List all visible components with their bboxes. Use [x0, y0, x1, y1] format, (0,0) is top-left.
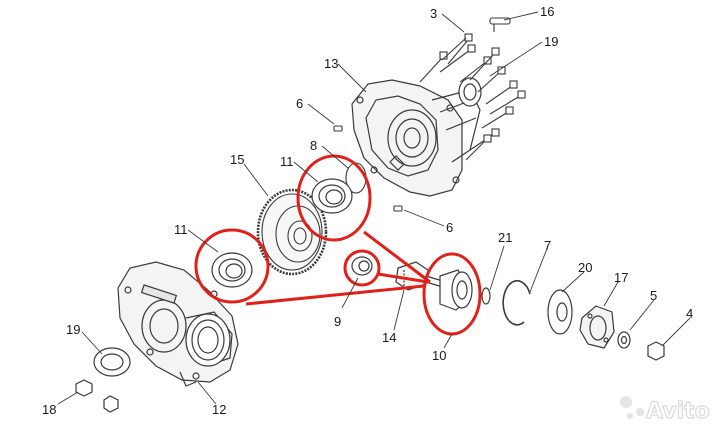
callout-13: 13 — [324, 56, 338, 71]
dowel-pin-6-mid — [393, 205, 403, 212]
callout-10: 10 — [432, 348, 446, 363]
highlight-circle-bushing-9 — [343, 249, 381, 287]
housing-bolts — [419, 33, 526, 161]
callout-7: 7 — [544, 238, 551, 253]
avito-watermark: Avito — [620, 396, 710, 425]
rear-housing-part — [351, 79, 481, 197]
bushing-9 — [351, 256, 373, 276]
highlight-circle-bearing-11-left — [194, 228, 270, 304]
watermark-text: Avito — [646, 399, 710, 424]
dowel-pin-6-top — [333, 125, 343, 132]
nut-4 — [647, 341, 665, 361]
callout-5: 5 — [650, 288, 657, 303]
bearing-10 — [439, 269, 473, 311]
bearing-11-left — [211, 252, 253, 288]
leader-lines — [57, 11, 691, 405]
highlight-line-1 — [363, 230, 431, 284]
plug-18 — [75, 379, 119, 413]
washer-20 — [547, 289, 573, 335]
callout-6-mid: 6 — [446, 220, 453, 235]
snap-ring-7 — [502, 280, 531, 326]
callout-18: 18 — [42, 402, 56, 417]
callout-9: 9 — [334, 314, 341, 329]
seal-19-left — [93, 347, 131, 377]
callout-12: 12 — [212, 402, 226, 417]
washer-5 — [617, 331, 631, 349]
highlight-line-2 — [377, 272, 429, 284]
seal-19-top — [458, 77, 482, 107]
callout-labels: 3 16 19 13 6 8 15 11 11 6 21 7 20 17 5 4… — [42, 4, 693, 417]
callout-16: 16 — [540, 4, 554, 19]
flange-yoke-17 — [579, 305, 615, 349]
callout-21: 21 — [498, 230, 512, 245]
breather-fitting-16 — [489, 17, 511, 32]
callout-19-top: 19 — [544, 34, 558, 49]
ring-gear-15 — [256, 188, 328, 276]
callout-8: 8 — [310, 138, 317, 153]
callout-17: 17 — [614, 270, 628, 285]
callout-6-top: 6 — [296, 96, 303, 111]
callout-20: 20 — [578, 260, 592, 275]
callout-4: 4 — [686, 306, 693, 321]
highlight-marks — [194, 154, 482, 336]
callout-19-left: 19 — [66, 322, 80, 337]
callout-11-top: 11 — [280, 154, 294, 169]
callout-11-left: 11 — [174, 222, 188, 237]
callout-15: 15 — [230, 152, 244, 167]
callout-14: 14 — [382, 330, 396, 345]
callout-3: 3 — [430, 6, 437, 21]
spacer-21 — [481, 287, 491, 305]
highlight-line-3 — [245, 284, 425, 306]
bearing-11-top — [311, 178, 353, 214]
